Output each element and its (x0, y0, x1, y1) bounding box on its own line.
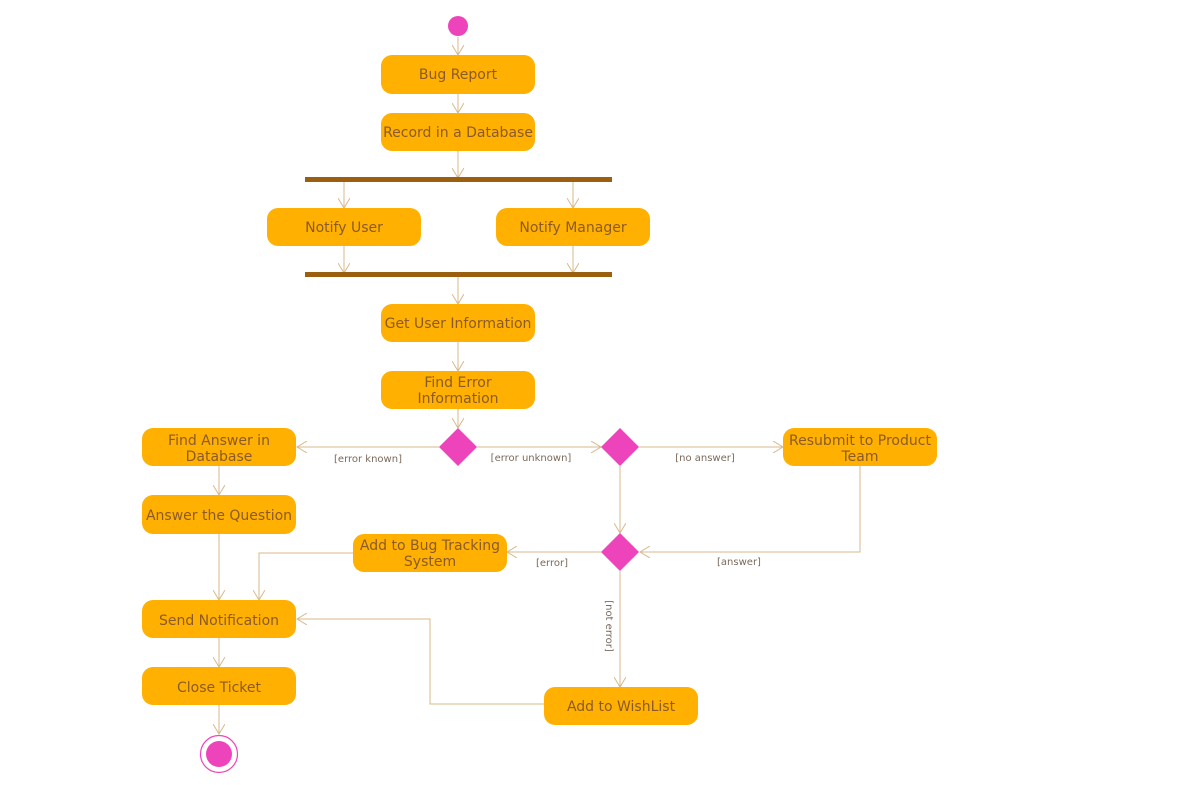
action-record-in-database: Record in a Database (381, 113, 535, 151)
notify-manager-label: Notify Manager (519, 220, 626, 236)
close-ticket-label: Close Ticket (177, 680, 262, 696)
edge-bug-tracking-to-send-notification (259, 552, 353, 600)
edge-wishlist-to-send-notification (297, 619, 544, 705)
action-close-ticket: Close Ticket (142, 667, 296, 705)
initial-node (448, 16, 468, 36)
guard-not-error: [not error] (603, 600, 614, 652)
decision-error-known (439, 428, 477, 466)
final-node (199, 734, 239, 774)
guard-error-unknown: [error unknown] (491, 453, 572, 464)
resubmit-label-line2: Team (840, 449, 878, 465)
record-in-database-label: Record in a Database (383, 125, 533, 141)
edge-resubmit-to-decision3 (640, 466, 861, 552)
action-resubmit-to-product-team: Resubmit to Product Team (783, 428, 937, 466)
find-error-information-label-line2: Information (417, 391, 498, 407)
find-answer-label-line2: Database (186, 449, 253, 465)
decision-answer-found (601, 428, 639, 466)
action-notify-user: Notify User (267, 208, 421, 246)
guard-error-known: [error known] (334, 454, 402, 465)
guard-no-answer: [no answer] (675, 453, 735, 464)
add-to-wishlist-label: Add to WishList (567, 699, 676, 715)
find-error-information-label-line1: Find Error (424, 375, 492, 391)
action-get-user-information: Get User Information (381, 304, 535, 342)
action-answer-the-question: Answer the Question (142, 495, 296, 534)
action-find-error-information: Find Error Information (381, 371, 535, 409)
action-add-to-bug-tracking-system: Add to Bug Tracking System (353, 534, 507, 572)
edges (219, 37, 861, 734)
action-add-to-wishlist: Add to WishList (544, 687, 698, 725)
action-notify-manager: Notify Manager (496, 208, 650, 246)
decision-error-type (601, 533, 639, 571)
resubmit-label-line1: Resubmit to Product (789, 433, 931, 449)
guard-answer: [answer] (717, 557, 761, 568)
action-find-answer-in-database: Find Answer in Database (142, 428, 296, 466)
notify-user-label: Notify User (305, 220, 383, 236)
join-bar (305, 272, 612, 277)
bug-report-label: Bug Report (419, 67, 498, 83)
add-to-bug-tracking-label-line2: System (404, 554, 456, 570)
action-send-notification: Send Notification (142, 600, 296, 638)
get-user-information-label: Get User Information (385, 316, 532, 332)
answer-the-question-label: Answer the Question (146, 508, 292, 524)
send-notification-label: Send Notification (159, 613, 279, 629)
guard-error: [error] (536, 558, 568, 569)
find-answer-label-line1: Find Answer in (168, 433, 270, 449)
add-to-bug-tracking-label-line1: Add to Bug Tracking (360, 538, 500, 554)
fork-bar (305, 177, 612, 182)
action-bug-report: Bug Report (381, 55, 535, 94)
